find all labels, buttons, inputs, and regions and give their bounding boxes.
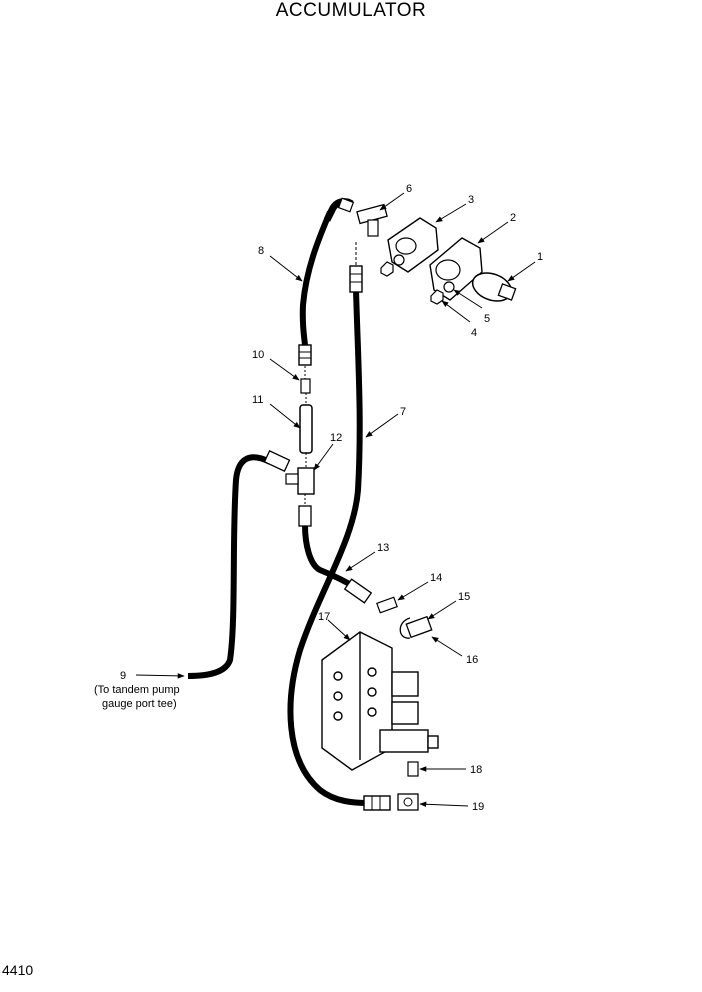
nut-4 xyxy=(430,289,444,305)
control-valve-17 xyxy=(321,631,439,771)
svg-text:8: 8 xyxy=(258,245,264,257)
svg-text:6: 6 xyxy=(406,183,412,195)
callout-9: 9 xyxy=(120,670,185,682)
svg-text:11: 11 xyxy=(252,394,263,406)
callout-14: 14 xyxy=(397,572,442,601)
hose-9 xyxy=(187,454,272,679)
elbow-nut xyxy=(337,197,355,213)
adapter-14 xyxy=(376,596,398,614)
hose-end-8 xyxy=(298,344,312,366)
hose-7 xyxy=(287,289,369,806)
callout-10: 10 xyxy=(252,349,300,381)
svg-text:4: 4 xyxy=(471,327,477,339)
callout-15: 15 xyxy=(427,591,470,620)
callout-12: 12 xyxy=(313,432,342,471)
hose-end-7-bottom xyxy=(363,795,391,811)
hose-end-9 xyxy=(263,450,291,472)
washer-5 xyxy=(443,281,455,293)
callout-16: 16 xyxy=(431,636,478,666)
note-9-line2: gauge port tee) xyxy=(102,698,177,710)
svg-text:17: 17 xyxy=(318,611,330,623)
coupler-16 xyxy=(405,615,433,639)
callout-8: 8 xyxy=(258,245,303,282)
adapter-10 xyxy=(300,378,311,394)
callout-5: 5 xyxy=(453,289,490,325)
callout-1: 1 xyxy=(507,251,543,282)
svg-text:12: 12 xyxy=(330,432,342,444)
note-9-line1: (To tandem pump xyxy=(94,684,180,696)
page-number: 4410 xyxy=(2,962,34,978)
svg-text:1: 1 xyxy=(537,251,543,263)
hose-8 xyxy=(299,210,333,346)
svg-text:7: 7 xyxy=(400,406,406,418)
svg-text:9: 9 xyxy=(120,670,126,682)
callout-6: 6 xyxy=(379,183,412,211)
svg-text:16: 16 xyxy=(466,654,478,666)
fitting-18 xyxy=(407,761,419,777)
hose-end-13-top xyxy=(298,505,312,527)
callout-17: 17 xyxy=(318,611,351,641)
svg-text:3: 3 xyxy=(468,194,474,206)
page-title: ACCUMULATOR xyxy=(275,0,427,21)
callout-18: 18 xyxy=(419,764,482,776)
callout-13: 13 xyxy=(345,542,389,572)
svg-text:13: 13 xyxy=(377,542,389,554)
dust-cap-15 xyxy=(399,617,411,639)
hose-end-7-top xyxy=(349,265,363,293)
callout-19: 19 xyxy=(419,801,484,813)
svg-text:2: 2 xyxy=(510,212,516,224)
nut-upper xyxy=(380,261,394,277)
svg-text:14: 14 xyxy=(430,572,442,584)
callout-7: 7 xyxy=(365,406,406,438)
tee-12 xyxy=(297,467,315,495)
svg-text:18: 18 xyxy=(470,764,482,776)
callout-2: 2 xyxy=(477,212,516,244)
callout-11: 11 xyxy=(252,394,301,429)
hose-end-13-bottom xyxy=(343,578,373,604)
check-valve-11 xyxy=(299,404,313,454)
svg-text:10: 10 xyxy=(252,349,264,361)
svg-text:15: 15 xyxy=(458,591,470,603)
svg-text:19: 19 xyxy=(472,801,484,813)
callout-4: 4 xyxy=(441,300,477,339)
svg-text:5: 5 xyxy=(484,313,490,325)
callout-3: 3 xyxy=(435,194,474,223)
